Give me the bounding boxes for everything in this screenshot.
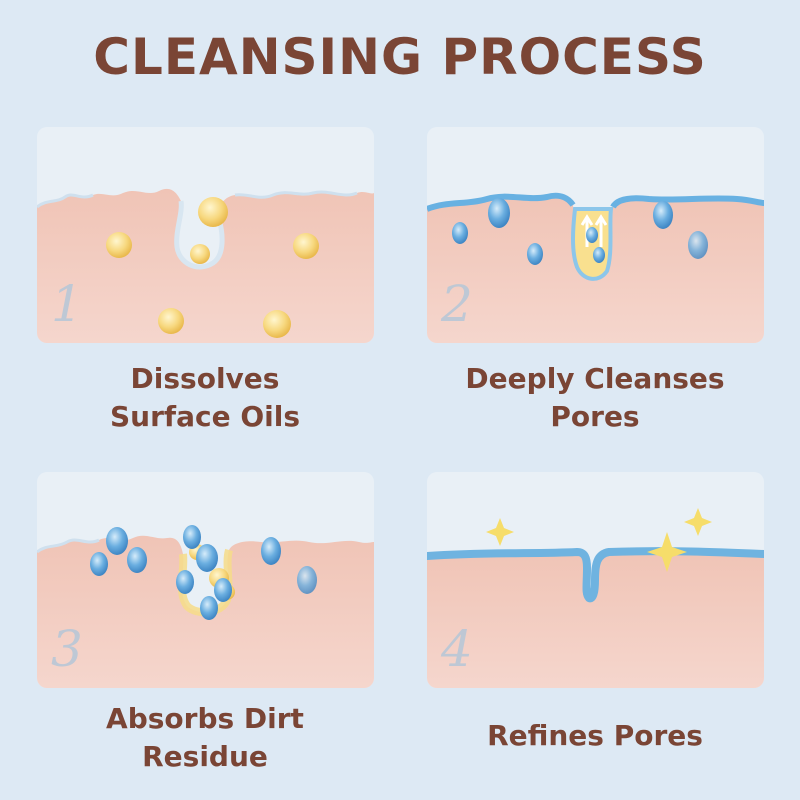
- step-2-illustration: 2: [427, 127, 764, 343]
- step-4-caption: Refines Pores: [487, 719, 703, 752]
- skin-cleanse-illustration: [427, 192, 764, 343]
- sparkle-icon: [486, 518, 514, 546]
- step-3-illustration: 3: [37, 472, 374, 688]
- cleanser-droplet: [653, 201, 673, 229]
- step-1-caption: Dissolves Surface Oils: [110, 362, 300, 433]
- step-4-illustration: 4: [427, 472, 764, 688]
- cleanser-droplet: [261, 537, 281, 565]
- cleanser-droplet: [176, 570, 194, 594]
- cleanser-droplet: [488, 198, 510, 228]
- sparkle-icon: [647, 532, 687, 572]
- cleanser-droplet: [183, 525, 201, 549]
- oil-droplet: [190, 244, 210, 264]
- cleanser-droplet: [297, 566, 317, 594]
- cleanser-droplet: [127, 547, 147, 573]
- step-number: 2: [441, 275, 473, 333]
- oil-droplet: [106, 232, 132, 258]
- step-number: 4: [441, 620, 473, 678]
- skin-oil-illustration: [37, 188, 374, 343]
- skin-refined-illustration: [427, 508, 764, 688]
- step-number: 3: [51, 620, 83, 678]
- sparkle-icon: [684, 508, 712, 536]
- oil-droplet: [158, 308, 184, 334]
- oil-droplet: [293, 233, 319, 259]
- cleanser-droplet: [196, 544, 218, 572]
- cleanser-droplet: [688, 231, 708, 259]
- step-1-illustration: 1: [37, 127, 374, 343]
- step-2-caption: Deeply Cleanses Pores: [465, 362, 725, 433]
- page-title: CLEANSING PROCESS: [93, 28, 707, 86]
- cleanser-droplet: [214, 578, 232, 602]
- step-number: 1: [51, 275, 83, 333]
- step-3-caption: Absorbs Dirt Residue: [106, 702, 304, 773]
- cleanser-droplet: [527, 243, 543, 265]
- oil-droplet: [263, 310, 291, 338]
- cleanser-droplet: [90, 552, 108, 576]
- skin-absorb-illustration: [37, 525, 374, 688]
- cleanser-droplet: [452, 222, 468, 244]
- cleanser-droplet: [106, 527, 128, 555]
- cleanser-droplet: [200, 596, 218, 620]
- oil-droplet: [198, 197, 228, 227]
